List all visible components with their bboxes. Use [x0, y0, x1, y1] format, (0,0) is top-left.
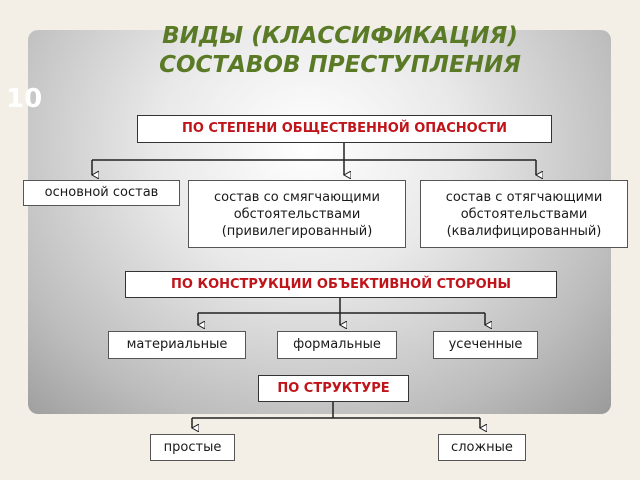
construction-connectors [198, 298, 485, 325]
item-truncated: усеченные [433, 331, 538, 359]
item-simple: простые [150, 434, 235, 461]
item-complex: сложные [438, 434, 526, 461]
item-formal: формальные [277, 331, 397, 359]
item-mitigating-line-1: состав со смягчающими [214, 189, 380, 205]
structure-connectors [192, 402, 480, 428]
item-aggravating-line-2: обстоятельствами [460, 206, 588, 222]
item-mitigating-line-3: (привилегированный) [221, 223, 373, 239]
slide-title: ВИДЫ (КЛАССИФИКАЦИЯ) СОСТАВОВ ПРЕСТУПЛЕН… [100, 22, 580, 80]
title-line-2: СОСТАВОВ ПРЕСТУПЛЕНИЯ [159, 52, 521, 78]
header-structure: ПО СТРУКТУРЕ [258, 375, 409, 402]
danger-connectors [92, 143, 536, 175]
title-line-1: ВИДЫ (КЛАССИФИКАЦИЯ) [162, 23, 518, 49]
item-mitigating-composition: состав со смягчающими обстоятельствами (… [188, 180, 406, 248]
item-basic-composition: основной состав [23, 180, 180, 206]
item-material: материальные [108, 331, 246, 359]
item-mitigating-line-2: обстоятельствами [233, 206, 361, 222]
item-aggravating-line-1: состав с отягчающими [445, 189, 603, 205]
item-aggravating-line-3: (квалифицированный) [446, 223, 602, 239]
item-aggravating-composition: состав с отягчающими обстоятельствами (к… [420, 180, 628, 248]
header-danger: ПО СТЕПЕНИ ОБЩЕСТВЕННОЙ ОПАСНОСТИ [137, 115, 552, 143]
header-construction: ПО КОНСТРУКЦИИ ОБЪЕКТИВНОЙ СТОРОНЫ [125, 271, 557, 298]
slide-number: 10 [6, 84, 43, 114]
